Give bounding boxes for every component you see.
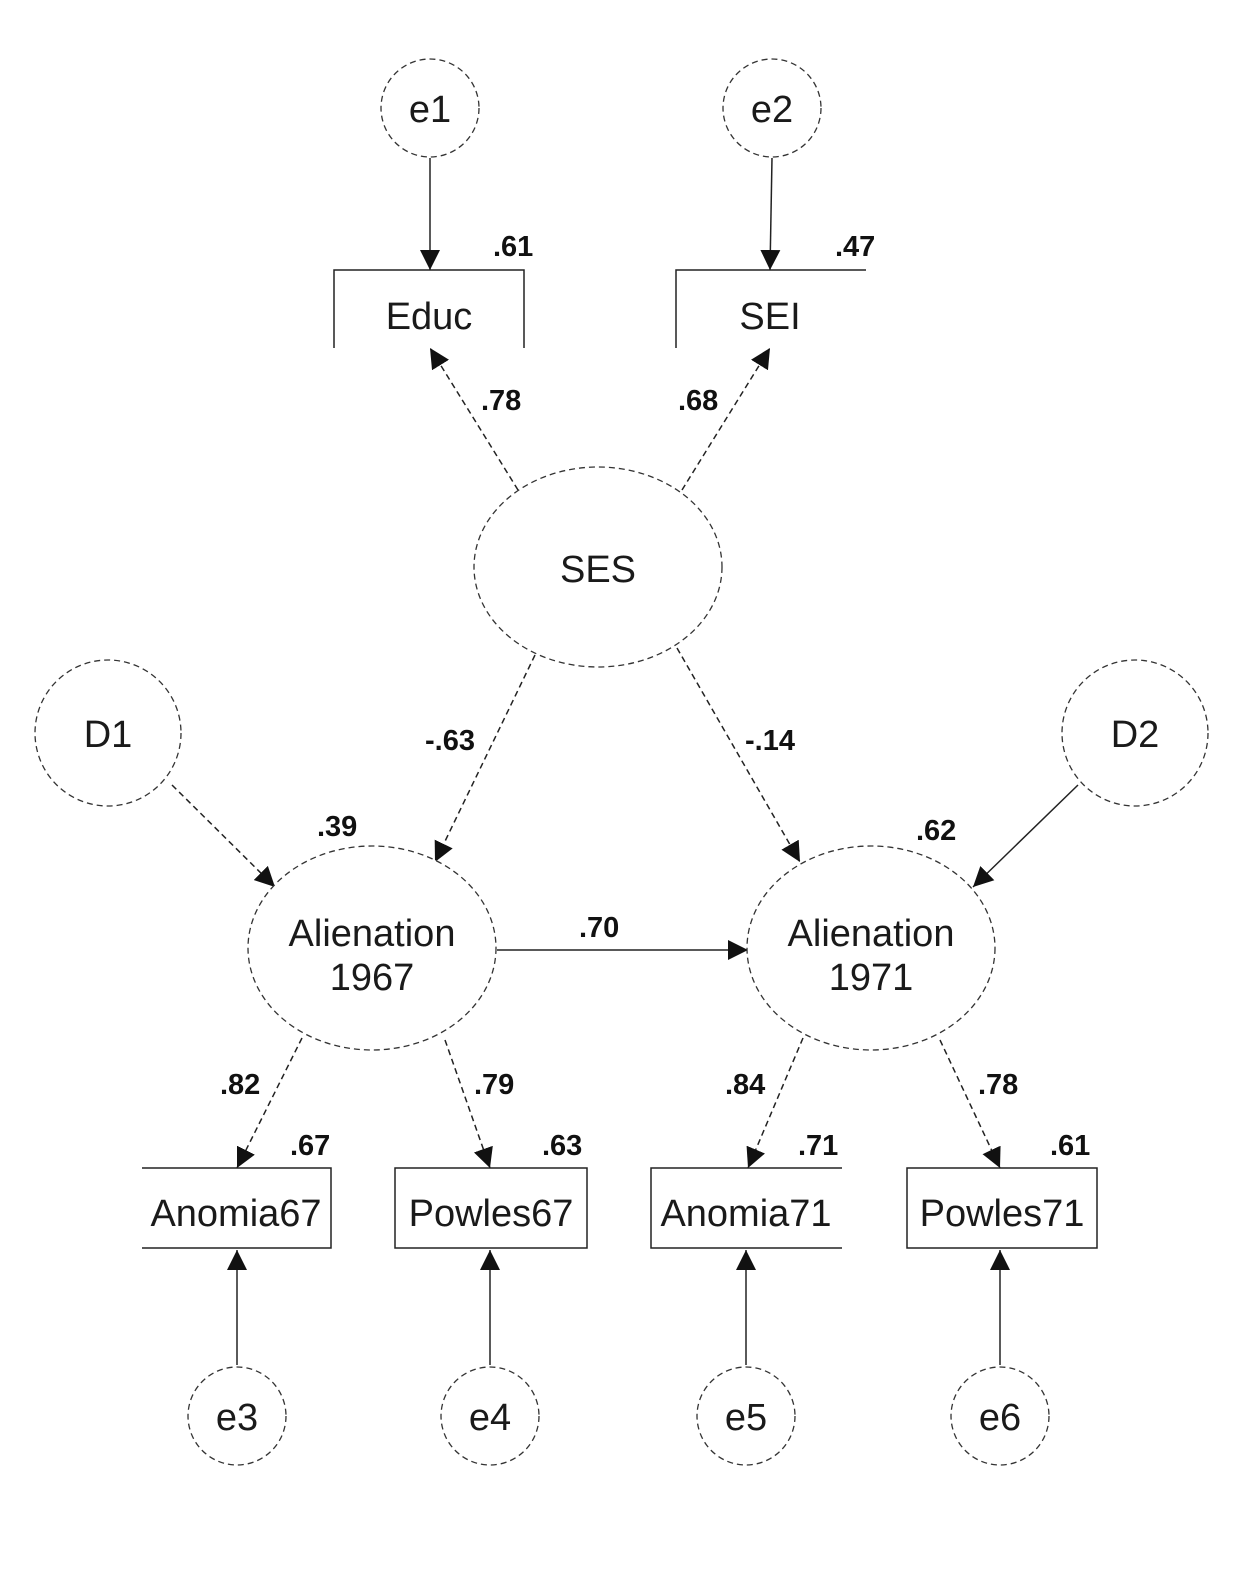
- r2-alienation1971: .62: [916, 815, 956, 847]
- observed-anomia67-label: Anomia67: [150, 1193, 321, 1235]
- coef-alienation1971-anomia71: .84: [725, 1069, 765, 1101]
- latent-alienation-1971-line2: 1971: [829, 957, 914, 999]
- r2-powles67: .63: [542, 1130, 582, 1162]
- coef-alienation1967-alienation1971: .70: [579, 912, 619, 944]
- latent-variables: SES Alienation 1967 Alienation 1971: [247, 466, 996, 1051]
- latent-alienation-1971-line1: Alienation: [788, 913, 955, 955]
- observed-educ: Educ: [333, 269, 525, 348]
- path-alienation1967-powles67: [444, 1039, 493, 1169]
- r2-anomia71: .71: [798, 1130, 838, 1162]
- observed-educ-label: Educ: [386, 296, 473, 338]
- r2-anomia67: .67: [290, 1130, 330, 1162]
- error-e4-label: e4: [469, 1397, 511, 1439]
- error-e1-label: e1: [409, 89, 451, 131]
- path-ses-educ: [429, 347, 519, 491]
- latent-alienation-1967-line1: Alienation: [289, 913, 456, 955]
- latent-ses-label: SES: [560, 549, 636, 591]
- r2-educ: .61: [493, 231, 533, 263]
- disturbance-d2-label: D2: [1111, 714, 1160, 756]
- error-e3: e3: [187, 1366, 287, 1466]
- r-squared-labels: .61 .47 .39 .62 .67 .63 .71 .61: [290, 231, 1090, 1162]
- latent-ses: SES: [473, 466, 723, 668]
- observed-variables: Educ SEI Anomia67 Powles67 Anomia71 Powl…: [142, 269, 1098, 1249]
- path-d1-alienation1967: [171, 784, 276, 888]
- error-e5-label: e5: [725, 1397, 767, 1439]
- coef-alienation1967-anomia67: .82: [220, 1069, 260, 1101]
- observed-anomia71-label: Anomia71: [660, 1193, 831, 1235]
- observed-anomia71: Anomia71: [650, 1167, 842, 1249]
- error-e2: e2: [722, 58, 822, 158]
- path-alienation1971-powles71: [939, 1039, 1001, 1169]
- path-coefficients: .78 .68 -.63 -.14 .70 .82 .79 .84 .78: [220, 385, 1018, 1101]
- path-ses-sei: [681, 347, 771, 491]
- observed-powles67: Powles67: [394, 1167, 588, 1249]
- observed-sei-label: SEI: [739, 296, 800, 338]
- path-alienation1971-anomia71: [746, 1037, 804, 1169]
- latent-alienation-1971: Alienation 1971: [746, 845, 996, 1051]
- r2-powles71: .61: [1050, 1130, 1090, 1162]
- r2-alienation1967: .39: [317, 811, 357, 843]
- coef-ses-alienation1971: -.14: [745, 725, 795, 757]
- path-ses-alienation1967: [434, 654, 536, 863]
- coef-alienation1971-powles71: .78: [978, 1069, 1018, 1101]
- path-ses-alienation1971: [676, 647, 801, 863]
- coef-ses-sei: .68: [678, 385, 718, 417]
- error-terms: e1 e2 e3 e4 e5 e6 D1 D2: [34, 58, 1209, 1466]
- error-e3-label: e3: [216, 1397, 258, 1439]
- r2-sei: .47: [835, 231, 875, 263]
- path-alienation1967-anomia67: [236, 1037, 303, 1169]
- coef-ses-educ: .78: [481, 385, 521, 417]
- error-e4: e4: [440, 1366, 540, 1466]
- disturbance-d1-label: D1: [84, 714, 133, 756]
- error-e6: e6: [950, 1366, 1050, 1466]
- observed-powles67-label: Powles67: [409, 1193, 574, 1235]
- disturbance-d2: D2: [1061, 659, 1209, 807]
- observed-powles71: Powles71: [906, 1167, 1098, 1249]
- latent-alienation-1967-line2: 1967: [330, 957, 415, 999]
- paths: [171, 157, 1079, 1365]
- error-e2-label: e2: [751, 89, 793, 131]
- observed-powles71-label: Powles71: [920, 1193, 1085, 1235]
- latent-alienation-1967: Alienation 1967: [247, 845, 497, 1051]
- path-e2-sei: [760, 157, 781, 271]
- error-e6-label: e6: [979, 1397, 1021, 1439]
- path-d2-alienation1971: [972, 784, 1079, 888]
- error-e5: e5: [696, 1366, 796, 1466]
- observed-anomia67: Anomia67: [142, 1167, 332, 1249]
- error-e1: e1: [380, 58, 480, 158]
- observed-sei: SEI: [675, 269, 866, 348]
- coef-alienation1967-powles67: .79: [474, 1069, 514, 1101]
- disturbance-d1: D1: [34, 659, 182, 807]
- coef-ses-alienation1967: -.63: [425, 725, 475, 757]
